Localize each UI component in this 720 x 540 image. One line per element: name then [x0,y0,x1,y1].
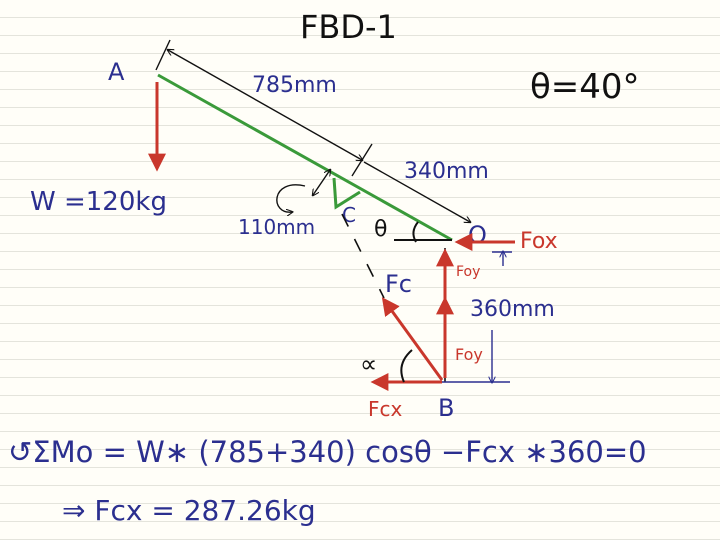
dim-360-label: 360mm [470,297,555,322]
force-fox-label: Fox [520,229,558,254]
dim-tick-c [351,143,373,177]
dim-340-label: 340mm [404,159,489,184]
force-foy-top-label: Foy [456,264,480,280]
force-fc-label: Fc [385,270,412,298]
dim-line-110 [313,170,330,195]
dim-110-label: 110mm [238,215,315,239]
moment-equation: ↺ΣMo = W∗ (785+340) cosθ −Fcx ∗360=0 [8,435,647,469]
force-foy-bottom-label: Foy [455,345,483,364]
dim-785-label: 785mm [252,73,337,98]
bracket-c [332,177,361,210]
theta-arc [412,221,419,243]
point-a-label: A [108,58,125,86]
theta-label: θ [374,217,387,242]
alpha-arc [400,349,413,383]
force-fc-arrow [381,297,444,381]
diagram-title: FBD-1 [300,8,397,46]
force-fcx-label: Fcx [368,397,403,421]
alpha-label: ∝ [360,350,377,378]
point-o-label: O [468,221,487,249]
dim-line-785 [168,50,362,160]
theta-value: θ=40° [530,67,640,107]
dim-tick-a [155,39,171,71]
point-b-label: B [438,394,454,422]
dim-line-340 [363,161,470,222]
dim-110-curve [276,184,306,212]
weight-label: W =120kg [30,187,167,217]
result-equation: ⇒ Fcx = 287.26kg [62,494,316,527]
point-c-label: C [342,203,356,227]
